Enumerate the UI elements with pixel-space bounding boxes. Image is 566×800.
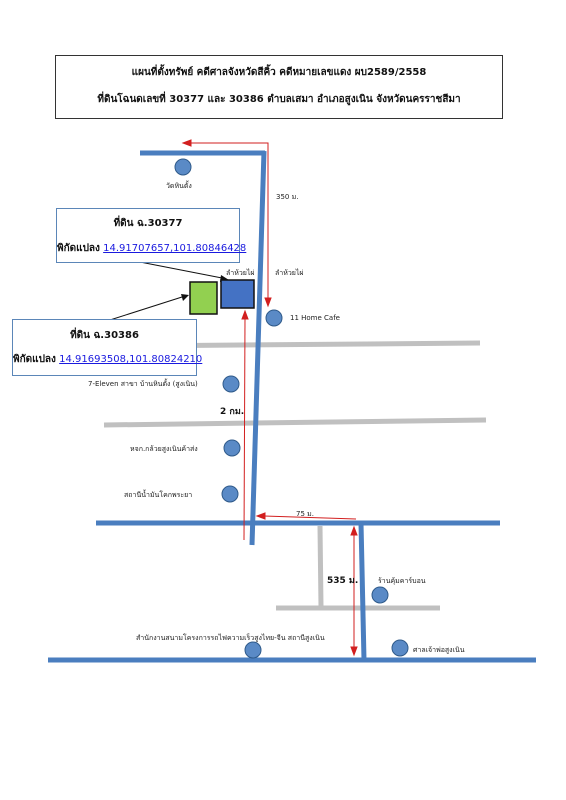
label-car-shop: ร้านคุ้มคาร์บอน [378, 577, 426, 585]
arrow-2km [241, 309, 249, 541]
marker-cafe[interactable] [265, 309, 283, 327]
title-box: แผนที่ตั้งทรัพย์ คดีศาลจังหวัดสีคิ้ว คดี… [55, 55, 503, 119]
info-box-30386: ที่ดิน ฉ.30386 พิกัดแปลง 14.91693508,101… [12, 319, 202, 376]
arrow-75m [255, 512, 357, 520]
label-shrine: ศาลเจ้าพ่อสูงเนิน [413, 646, 465, 654]
label-cafe: 11 Home Cafe [290, 314, 340, 322]
marker-shop[interactable] [223, 439, 241, 457]
label-rail-office: สำนักงานสนามโครงการรถไฟความเร็วสูงไทย-จี… [136, 634, 325, 642]
map-subtitle: ที่ดินโฉนดเลขที่ 30377 และ 30386 ตำบลเสม… [97, 94, 461, 105]
distance-350m: 350 ม. [276, 193, 299, 201]
main-road-vertical [249, 150, 267, 546]
distance-75m: 75 ม. [296, 510, 314, 518]
marker-car-shop[interactable] [371, 586, 389, 604]
plot-30377-title: ที่ดิน ฉ.30377 [113, 218, 183, 229]
distance-535m: 535 ม. [327, 576, 359, 586]
plot-30386-coord-label: พิกัดแปลง [13, 354, 56, 365]
label-shop: หจก.กล้วยสูงเนินค้าส่ง [130, 445, 198, 453]
marker-shrine[interactable] [391, 639, 409, 657]
label-gas-station: สถานีน้ำมันโคกพระยา [124, 491, 193, 499]
marker-rail-office[interactable] [244, 641, 262, 659]
pointer-line-30377 [139, 261, 223, 279]
plot-30377-coords-link[interactable]: 14.91707657,101.80846428 [103, 243, 247, 254]
plot-30377-coord-label: พิกัดแปลง [57, 243, 100, 254]
side-road-2 [103, 417, 487, 428]
plot-30386-shape[interactable] [189, 281, 218, 315]
distance-2km: 2 กม. [220, 407, 245, 417]
marker-temple[interactable] [174, 158, 192, 176]
pointer-arrow-30386 [181, 294, 189, 301]
plot-30386-coords-link[interactable]: 14.91693508,101.80824210 [59, 354, 203, 365]
plot-30377-coords-row: พิกัดแปลง 14.91707657,101.80846428 [57, 241, 246, 256]
label-canal-1: ลำห้วยไผ่ [226, 269, 255, 277]
plot-30386-title: ที่ดิน ฉ.30386 [70, 330, 139, 341]
label-temple: วัดหินตั้ง [166, 182, 192, 190]
main-road-vertical-south [358, 522, 367, 661]
info-box-30377: ที่ดิน ฉ.30377 พิกัดแปลง 14.91707657,101… [56, 208, 246, 263]
label-seven-eleven: 7-Eleven สาขา บ้านหินตั้ง (สูงเนิน) [88, 380, 198, 388]
landmark-markers [174, 158, 409, 659]
arrow-350m [181, 139, 272, 308]
arrow-535m [350, 525, 358, 657]
map-title: แผนที่ตั้งทรัพย์ คดีศาลจังหวัดสีคิ้ว คดี… [131, 67, 427, 78]
label-canal-2: ลำห้วยไผ่ [275, 269, 304, 277]
marker-seven-eleven[interactable] [222, 375, 240, 393]
side-road-3 [317, 525, 324, 608]
plot-30377-shape[interactable] [220, 279, 255, 309]
pointer-line-30386 [109, 296, 183, 321]
marker-gas-station[interactable] [221, 485, 239, 503]
plot-30386-coords-row: พิกัดแปลง 14.91693508,101.80824210 [13, 352, 202, 367]
